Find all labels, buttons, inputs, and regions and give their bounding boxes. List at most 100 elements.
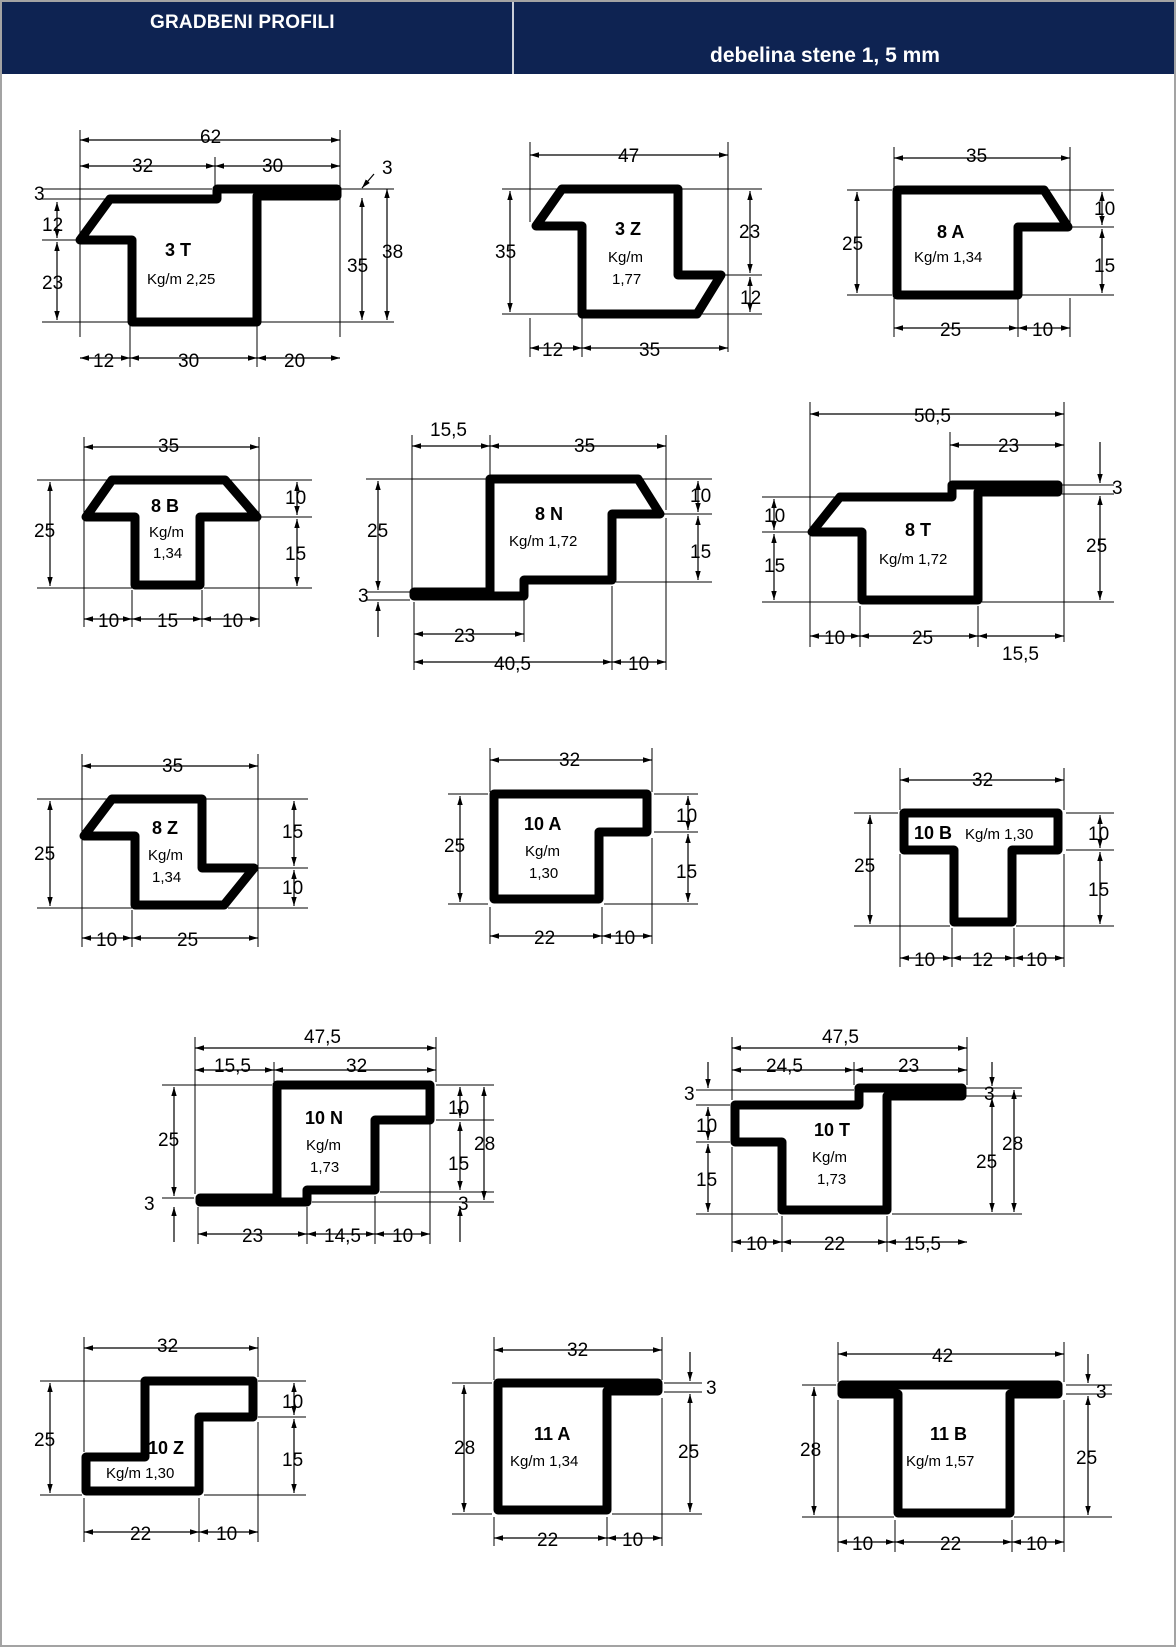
profile-10t: 10 T Kg/m 1,73: [684, 1027, 1023, 1255]
dim-label: 25: [912, 628, 933, 649]
dim-label: 20: [284, 351, 305, 372]
profile-10n-outline: [195, 1080, 435, 1207]
dim-label: 15: [1094, 256, 1115, 277]
dim-label: 10: [222, 611, 243, 632]
dim-label: 10: [628, 654, 649, 675]
dim-label: 10: [282, 878, 303, 899]
profile-weight-value: 1,73: [310, 1159, 339, 1176]
dim-label: 10: [676, 806, 697, 827]
dim-label: 32: [346, 1056, 367, 1077]
dim-label: 3: [458, 1194, 469, 1215]
dim-label: 3: [984, 1084, 995, 1105]
profile-11b: 11 B Kg/m 1,57 42 28 3 25 10: [800, 1342, 1112, 1555]
dim-label: 32: [567, 1340, 588, 1361]
dim-label: 25: [158, 1130, 179, 1151]
profile-8b-outline: [81, 475, 262, 590]
dimension-lines: [40, 1337, 306, 1542]
dim-label: 35: [495, 242, 516, 263]
profile-8n-outline: [409, 474, 665, 601]
profile-10b-outline: [899, 808, 1063, 927]
profile-code: 3 T: [165, 240, 191, 260]
dim-label: 25: [940, 320, 961, 341]
dim-label: 22: [940, 1534, 961, 1555]
profile-weight-value: 1,34: [152, 869, 181, 886]
dimension-lines: [502, 142, 762, 357]
dim-label: 25: [678, 1442, 699, 1463]
profile-10n: 10 N Kg/m 1,73: [144, 1027, 495, 1247]
dimension-lines: [37, 754, 308, 947]
dim-label: 25: [444, 836, 465, 857]
dim-label: 23: [898, 1056, 919, 1077]
profile-3t: 3 T Kg/m 2,25 62: [34, 127, 403, 372]
dim-label: 15: [448, 1154, 469, 1175]
dim-label: 15,5: [214, 1056, 251, 1077]
profile-8z: 8 Z Kg/m 1,34 35 25 15 10 10 25: [34, 754, 308, 951]
dim-label: 23: [454, 626, 475, 647]
dim-label: 47: [618, 146, 639, 167]
dim-label: 15: [690, 542, 711, 563]
dimension-lines: [366, 435, 712, 670]
profile-weight-value: 1,77: [612, 271, 641, 288]
dim-label: 62: [200, 127, 221, 148]
profile-3t-outline: [75, 184, 342, 327]
profile-weight: Kg/m 1,30: [106, 1465, 174, 1482]
dim-label: 35: [158, 436, 179, 457]
profile-11a: 11 A Kg/m 1,34 32 28 3 25 22 10: [452, 1337, 717, 1551]
profile-10t-outline: [730, 1083, 967, 1215]
profile-11a-outline: [493, 1378, 663, 1515]
profiles-drawing: 3 T Kg/m 2,25 62: [34, 127, 1123, 1555]
dim-label: 12: [972, 950, 993, 971]
dim-label: 22: [537, 1530, 558, 1551]
dim-label: 28: [454, 1438, 475, 1459]
profile-3z: 3 Z Kg/m 1,77 47 35 23 12 12 35: [495, 142, 762, 361]
profile-code: 10 B: [914, 823, 952, 843]
dim-label: 22: [534, 928, 555, 949]
dim-label: 15: [282, 1450, 303, 1471]
profile-10a: 10 A Kg/m 1,30 32 25 10 15 22: [444, 748, 698, 949]
dim-label: 38: [382, 242, 403, 263]
profile-weight-value: 1,34: [153, 545, 182, 562]
dim-label: 25: [34, 521, 55, 542]
dim-label: 12: [740, 288, 761, 309]
dim-label: 30: [262, 156, 283, 177]
profile-8a-outline: [892, 185, 1073, 300]
profile-11b-outline: [837, 1380, 1063, 1518]
dim-label: 25: [177, 930, 198, 951]
wall-thickness-label: debelina stene 1, 5 mm: [710, 44, 940, 67]
dim-label: 25: [1076, 1448, 1097, 1469]
dim-label: 25: [842, 234, 863, 255]
dimension-lines: [802, 1342, 1112, 1552]
header-cell-subtitle: debelina stene 1, 5 mm: [514, 2, 1174, 74]
dim-label: 3: [34, 184, 45, 205]
header-bar: GRADBENI PROFILI debelina stene 1, 5 mm: [2, 2, 1174, 74]
dim-label: 15: [282, 822, 303, 843]
dim-label: 12: [42, 215, 63, 236]
dim-label: 10: [824, 628, 845, 649]
profile-weight: Kg/m 1,34: [510, 1453, 578, 1470]
dim-label: 10: [285, 488, 306, 509]
dim-label: 10: [1032, 320, 1053, 341]
dim-label: 10: [1088, 824, 1109, 845]
profile-10b: 10 B Kg/m 1,30 32 25 10 15 10: [854, 768, 1114, 971]
dim-label: 23: [242, 1226, 263, 1247]
dimension-lines: [42, 130, 394, 367]
profile-8t-outline: [807, 480, 1063, 605]
dim-label: 42: [932, 1346, 953, 1367]
dim-label: 22: [130, 1524, 151, 1545]
profile-weight: Kg/m: [608, 249, 643, 266]
dim-label: 10: [392, 1226, 413, 1247]
dim-label: 35: [162, 756, 183, 777]
profile-code: 10 N: [305, 1108, 343, 1128]
dim-label: 50,5: [914, 406, 951, 427]
dimension-lines: [696, 1037, 1022, 1252]
dim-label: 25: [976, 1152, 997, 1173]
dim-label: 10: [216, 1524, 237, 1545]
dim-label: 32: [972, 770, 993, 791]
header-cell-title: GRADBENI PROFILI: [2, 2, 512, 74]
dim-label: 12: [542, 340, 563, 361]
dimension-lines: [37, 437, 312, 627]
profile-code: 8 A: [937, 222, 964, 242]
dim-label: 10: [282, 1392, 303, 1413]
dimension-lines: [847, 147, 1114, 337]
